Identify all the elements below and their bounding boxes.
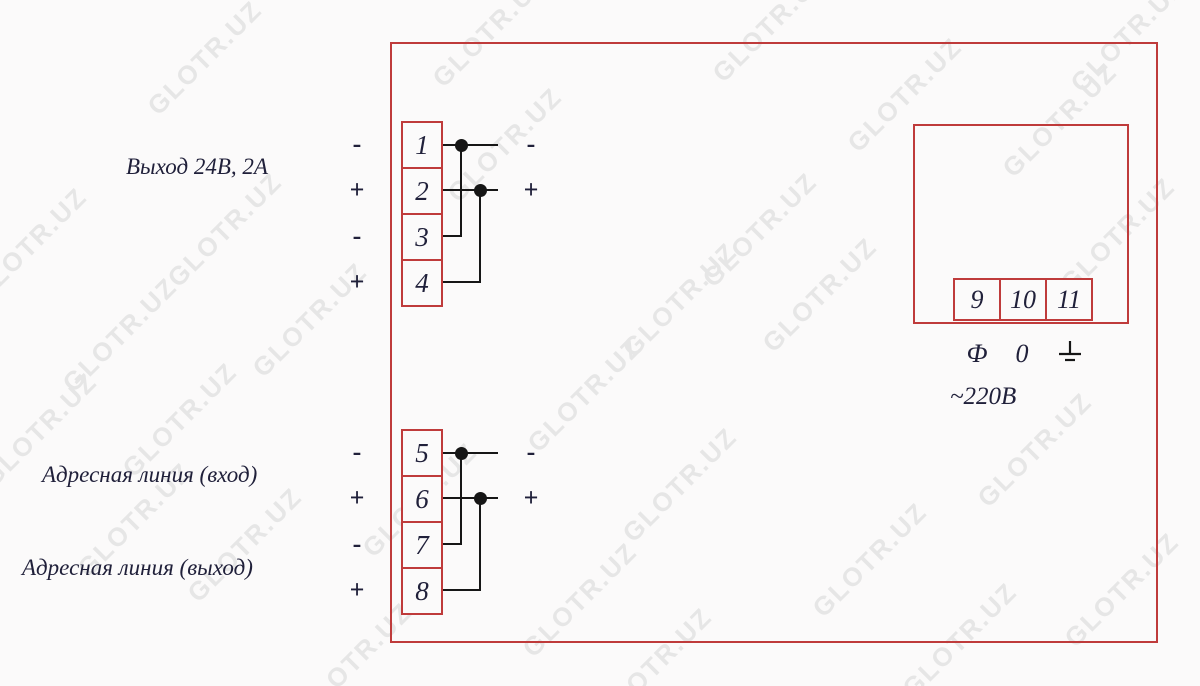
polarity-plus-terminal6: + [349,483,365,512]
wire-terminal5-to-7 [460,453,462,545]
terminal-3-number: 3 [415,221,429,252]
terminal-3: 3 [401,213,443,261]
polarity-plus-address-wire: + [523,483,539,512]
polarity-minus-terminal1: - [352,129,362,158]
polarity-minus-terminal7: - [352,529,362,558]
polarity-minus-terminal5: - [352,437,362,466]
terminal-8: 8 [401,567,443,615]
terminal-strip-output: 1 2 3 4 [401,121,443,307]
wire-terminal3-stub [443,235,462,237]
terminal-11-number: 11 [1056,284,1082,314]
wire-terminal7-stub [443,543,462,545]
terminal-7-number: 7 [415,529,429,560]
terminal-row-power: 9 10 11 [953,278,1093,321]
wire-terminal6-to-8 [479,498,481,591]
watermark-text: GLOTR.UZ [181,481,308,608]
terminal-2: 2 [401,167,443,215]
device-enclosure-outline [390,42,1158,643]
terminal-2-number: 2 [415,175,429,206]
terminal-6-number: 6 [415,483,429,514]
terminal-9: 9 [953,278,1001,321]
junction-dot-terminal6 [474,492,487,505]
polarity-minus-address-wire: - [526,437,536,466]
terminal-9-number: 9 [970,284,984,314]
wire-terminal8-stub [443,589,481,591]
terminal-10-number: 10 [1010,284,1036,314]
junction-dot-terminal1 [455,139,468,152]
label-voltage-220v: ~220В [950,383,1017,410]
watermark-text: GLOTR.UZ [0,181,93,308]
wire-terminal1-to-3 [460,145,462,237]
label-phase: Ф [966,339,988,368]
terminal-7: 7 [401,521,443,569]
terminal-5-number: 5 [415,437,429,468]
polarity-plus-output-wire: + [523,175,539,204]
polarity-plus-terminal2: + [349,175,365,204]
label-output-24v: Выход 24В, 2А [126,154,268,179]
wire-terminal2-to-4 [479,190,481,283]
polarity-plus-terminal4: + [349,267,365,296]
power-supply-box-outline [913,124,1129,324]
polarity-plus-terminal8: + [349,575,365,604]
terminal-4-number: 4 [415,267,429,298]
watermark-text: GLOTR.UZ [141,0,268,121]
terminal-strip-address: 5 6 7 8 [401,429,443,615]
wire-terminal2-out [443,189,498,191]
wire-terminal6-out [443,497,498,499]
terminal-4: 4 [401,259,443,307]
label-address-line-in: Адресная линия (вход) [42,462,258,487]
polarity-minus-terminal3: - [352,221,362,250]
terminal-11: 11 [1045,278,1093,321]
junction-dot-terminal5 [455,447,468,460]
terminal-10: 10 [999,278,1047,321]
watermark-text: GLOTR.UZ [161,166,288,293]
polarity-minus-output-wire: - [526,129,536,158]
wire-terminal5-out [443,452,498,454]
wire-terminal4-stub [443,281,481,283]
terminal-1-number: 1 [415,129,429,160]
terminal-6: 6 [401,475,443,523]
wire-terminal1-out [443,144,498,146]
label-address-line-out: Адресная линия (выход) [22,555,253,580]
terminal-5: 5 [401,429,443,477]
terminal-8-number: 8 [415,575,429,606]
earth-ground-icon [1057,339,1083,371]
terminal-1: 1 [401,121,443,169]
junction-dot-terminal2 [474,184,487,197]
label-neutral: 0 [1015,339,1029,368]
